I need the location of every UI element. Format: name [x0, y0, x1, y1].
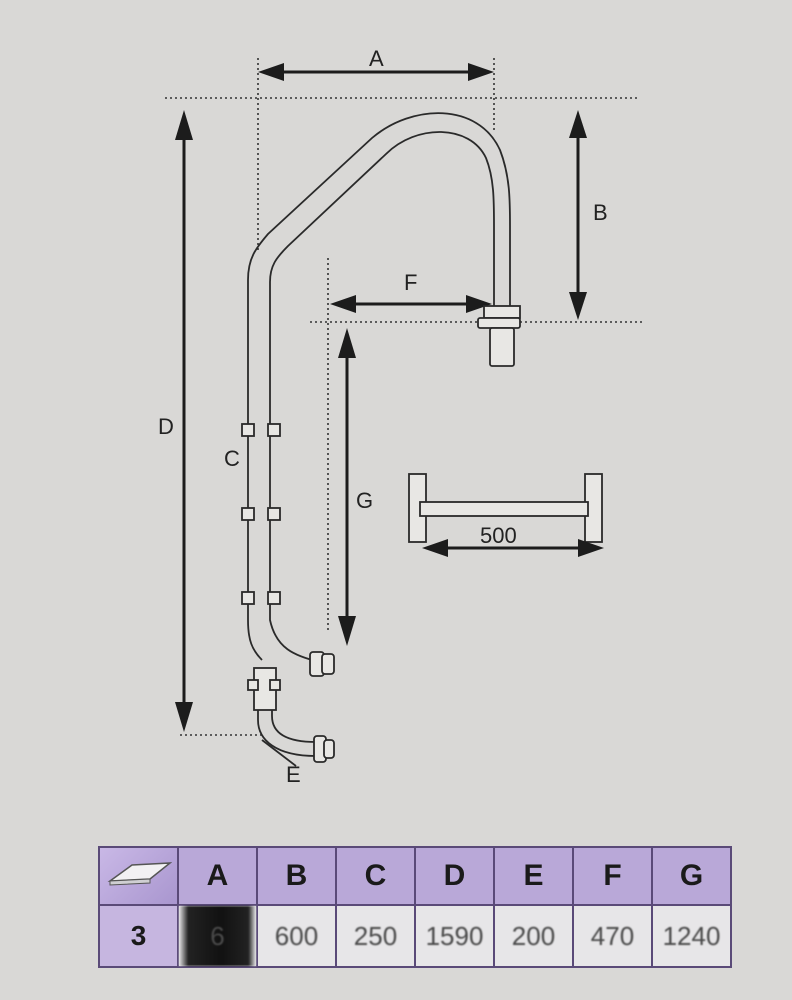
column-header-c: C: [335, 846, 416, 906]
step-width-label: 500: [480, 523, 517, 548]
value-e-cell: 200: [493, 904, 574, 968]
column-header-b: B: [256, 846, 337, 906]
value-f-cell: 470: [572, 904, 653, 968]
value-c-cell: 250: [335, 904, 416, 968]
dimension-g-label: G: [356, 488, 373, 513]
top-anchor-fitting: [477, 305, 521, 367]
dimension-d: [175, 110, 193, 732]
step-width-dimension: [422, 539, 604, 557]
dimension-b-label: B: [593, 200, 608, 225]
step-bracket-2: [241, 507, 281, 521]
value-d-cell: 1590: [414, 904, 495, 968]
lower-bend-detail: [247, 667, 335, 767]
table-row: 3 6 600 250 1590 200 470 1240: [98, 904, 732, 968]
dimension-f: [330, 295, 492, 313]
column-header-f: F: [572, 846, 653, 906]
model-cell: 3: [98, 904, 179, 968]
ladder-technical-drawing: A B D F G: [158, 46, 645, 787]
value-g-cell: 1240: [651, 904, 732, 968]
bottom-flange: [309, 651, 335, 677]
dimension-b: [569, 110, 587, 320]
spec-table: A B C D E F G 3 6 600 250 1590 200 470 1…: [98, 846, 732, 968]
column-header-a: A: [177, 846, 258, 906]
dimension-e-label: E: [286, 762, 301, 787]
dimension-d-label: D: [158, 414, 174, 439]
step-icon-header: [98, 846, 179, 906]
dimension-f-label: F: [404, 270, 417, 295]
dimension-c-label: C: [224, 446, 240, 471]
step-bracket-1: [241, 423, 281, 437]
value-b-cell: 600: [256, 904, 337, 968]
dimension-g: [338, 328, 356, 646]
step-top-view: [408, 473, 603, 543]
value-a-cell: 6: [177, 904, 258, 968]
table-header-row: A B C D E F G: [98, 846, 732, 906]
dimension-a: [258, 63, 494, 81]
handrail-tube: [247, 112, 511, 663]
step-icon: [107, 862, 172, 886]
dimension-a-label: A: [369, 46, 384, 71]
step-bracket-3: [241, 591, 281, 605]
column-header-g: G: [651, 846, 732, 906]
column-header-d: D: [414, 846, 495, 906]
column-header-e: E: [493, 846, 574, 906]
